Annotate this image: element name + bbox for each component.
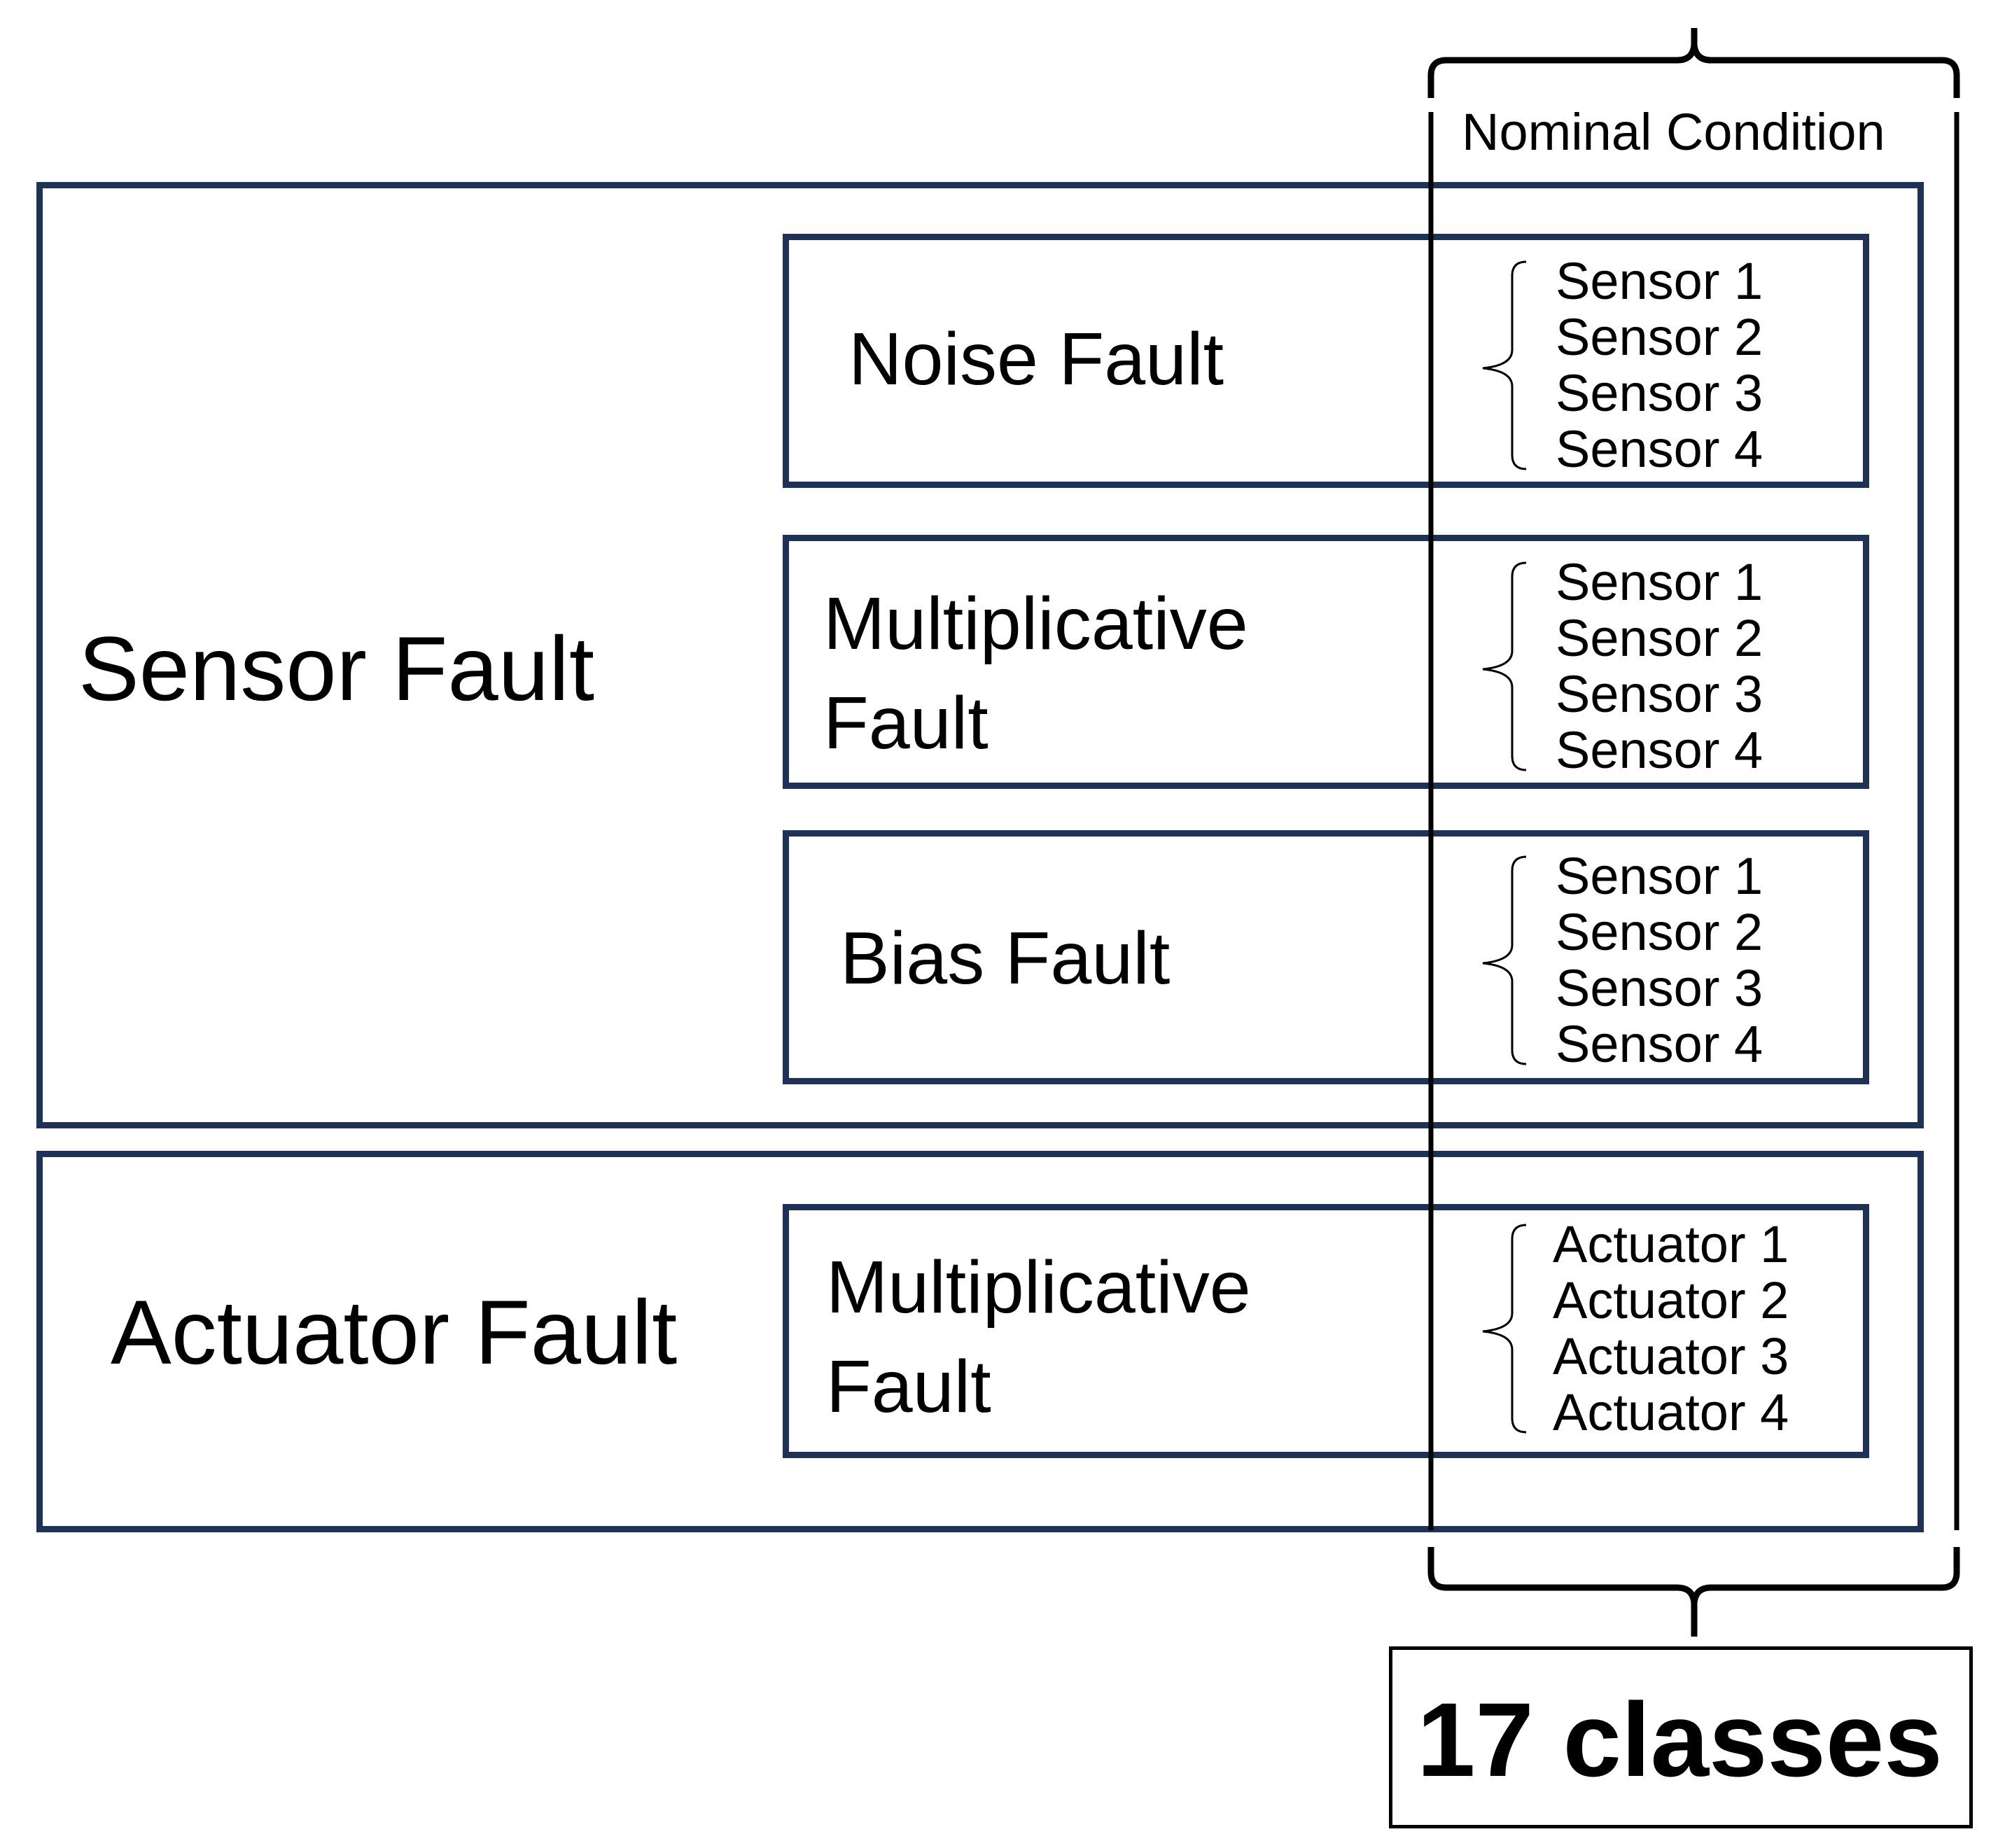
sensor-multiplicative-title-line2: Fault [823, 682, 988, 764]
bias-fault-title: Bias Fault [840, 917, 1171, 1000]
list-item: Sensor 4 [1556, 721, 1763, 779]
noise-fault-brace [1482, 260, 1527, 470]
total-classes-box [1389, 1646, 1973, 1828]
multiplicative-fault-sensor-list: Sensor 1 Sensor 2 Sensor 3 Sensor 4 [1556, 554, 1763, 778]
total-classes-label: 17 classes [1417, 1681, 1943, 1798]
list-item: Sensor 2 [1556, 609, 1763, 667]
list-item: Actuator 4 [1553, 1383, 1789, 1441]
list-item: Actuator 2 [1553, 1271, 1789, 1329]
list-item: Sensor 2 [1556, 903, 1763, 961]
sensor-multiplicative-fault-box [783, 535, 1869, 789]
actuator-fault-brace [1482, 1224, 1527, 1434]
top-curly-brace [1427, 28, 1960, 98]
noise-fault-title: Noise Fault [848, 318, 1224, 400]
list-item: Sensor 3 [1556, 959, 1763, 1017]
nominal-condition-label: Nominal Condition [1458, 106, 1889, 158]
noise-fault-box [783, 234, 1869, 488]
actuator-fault-group [36, 1151, 1924, 1532]
list-item: Sensor 2 [1556, 308, 1763, 366]
list-item: Sensor 3 [1556, 364, 1763, 422]
list-item: Sensor 1 [1556, 252, 1763, 310]
actuator-multiplicative-title-line2: Fault [826, 1345, 991, 1428]
sensor-fault-title: Sensor Fault [78, 617, 595, 720]
list-item: Sensor 1 [1556, 553, 1763, 611]
list-item: Actuator 1 [1553, 1215, 1789, 1273]
list-item: Sensor 1 [1556, 847, 1763, 905]
bias-fault-sensor-list: Sensor 1 Sensor 2 Sensor 3 Sensor 4 [1556, 848, 1763, 1072]
actuator-fault-title: Actuator Fault [111, 1281, 678, 1383]
bias-fault-box [783, 830, 1869, 1084]
actuator-fault-actuator-list: Actuator 1 Actuator 2 Actuator 3 Actuato… [1553, 1217, 1789, 1441]
noise-fault-sensor-list: Sensor 1 Sensor 2 Sensor 3 Sensor 4 [1556, 253, 1763, 477]
list-item: Sensor 4 [1556, 1015, 1763, 1073]
actuator-multiplicative-title-line1: Multiplicative [826, 1246, 1251, 1329]
list-item: Sensor 3 [1556, 665, 1763, 723]
multiplicative-fault-brace [1482, 561, 1527, 771]
list-item: Sensor 4 [1556, 420, 1763, 478]
list-item: Actuator 3 [1553, 1327, 1789, 1385]
bottom-curly-brace [1427, 1547, 1960, 1637]
sensor-multiplicative-title-line1: Multiplicative [823, 582, 1248, 665]
sensor-fault-group [36, 182, 1924, 1128]
actuator-multiplicative-fault-box [783, 1204, 1869, 1458]
bias-fault-brace [1482, 855, 1527, 1065]
